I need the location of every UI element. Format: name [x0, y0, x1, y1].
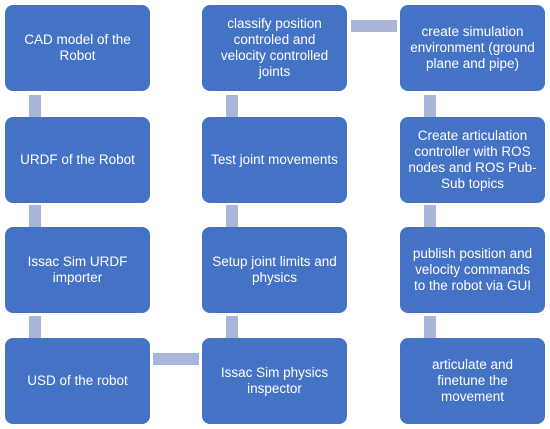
step-test-joints-label: Test joint movements	[211, 152, 338, 167]
connector-5-6	[226, 316, 238, 338]
step-physics-inspector: Issac Sim physics inspector	[202, 338, 347, 424]
step-publish-commands: publish position and velocity commands t…	[400, 227, 545, 313]
step-urdf-importer: Issac Sim URDF importer	[5, 227, 150, 313]
step-cad-model-label: CAD model of the Robot	[24, 32, 131, 63]
step-classify-joints: classify position controled and velocity…	[202, 5, 347, 91]
step-joint-limits: Setup joint limits and physics	[202, 227, 347, 313]
connector-7-8	[226, 95, 238, 117]
connector-1-2	[29, 95, 41, 117]
step-cad-model: CAD model of the Robot	[5, 5, 150, 91]
step-articulation-controller-label: Create articulation controller with ROS …	[408, 128, 537, 191]
connector-4-5	[153, 353, 199, 365]
step-urdf-label: URDF of the Robot	[20, 152, 135, 167]
connector-2-3	[29, 205, 41, 227]
connector-10-11	[424, 205, 436, 227]
connector-6-7	[226, 205, 238, 227]
connector-9-10	[424, 95, 436, 117]
connector-3-4	[29, 316, 41, 338]
step-articulation-controller: Create articulation controller with ROS …	[400, 117, 545, 203]
connector-8-9	[351, 20, 397, 32]
step-finetune: articulate and finetune the movement	[400, 338, 545, 424]
step-usd-label: USD of the robot	[27, 373, 128, 388]
step-classify-joints-label: classify position controled and velocity…	[220, 16, 329, 79]
step-physics-inspector-label: Issac Sim physics inspector	[220, 365, 329, 396]
step-publish-commands-label: publish position and velocity commands t…	[412, 246, 533, 293]
step-urdf-importer-label: Issac Sim URDF importer	[27, 254, 128, 285]
step-usd: USD of the robot	[5, 338, 150, 424]
step-sim-environment-label: create simulation environment (ground pl…	[410, 24, 535, 71]
connector-11-12	[424, 316, 436, 338]
step-finetune-label: articulate and finetune the movement	[431, 357, 514, 404]
step-test-joints: Test joint movements	[202, 117, 347, 203]
step-sim-environment: create simulation environment (ground pl…	[400, 5, 545, 91]
step-urdf: URDF of the Robot	[5, 117, 150, 203]
step-joint-limits-label: Setup joint limits and physics	[212, 254, 337, 285]
